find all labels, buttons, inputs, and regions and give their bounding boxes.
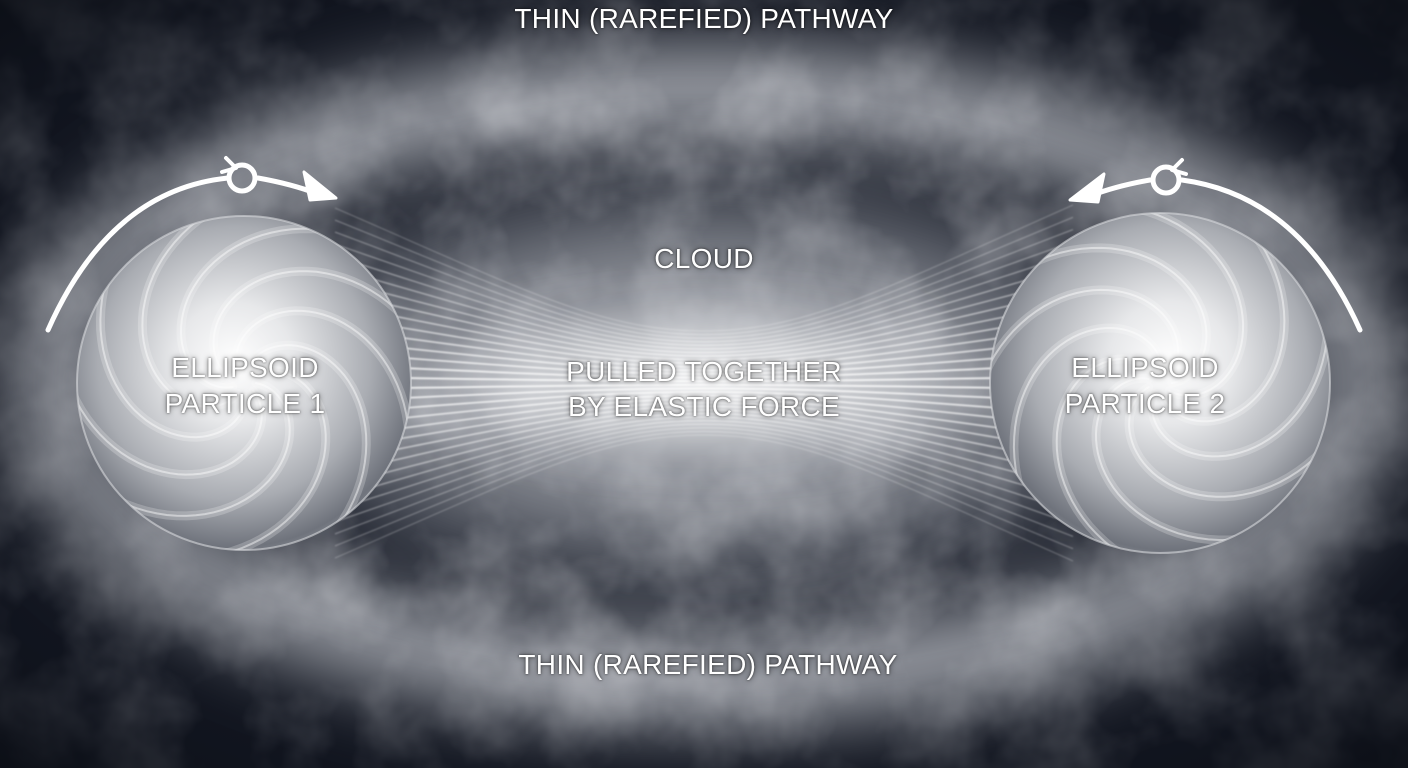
particle-1-label-line2: PARTICLE 1 [164,388,326,419]
filament-line [334,277,1074,354]
elastic-force-label-line1: PULLED TOGETHER [566,356,842,387]
swirl-stroke [1009,323,1167,495]
filament-line [334,314,1074,365]
swirl-stroke [216,365,331,550]
filament-line [334,241,1074,343]
particle-1-label-line1: ELLIPSOID [171,352,319,383]
filament-line [334,416,1074,501]
swirl-stroke [99,276,248,439]
particle-2-label: ELLIPSOID PARTICLE 2 [1050,350,1240,422]
swirl-stroke [1136,213,1245,397]
swirl-stroke [1132,213,1248,401]
swirl-stroke [1124,382,1328,502]
swirl-stroke [231,306,411,440]
swirl-stroke [1012,326,1164,492]
swirl-stroke [176,224,329,393]
ellipsoid-particle-1 [76,215,412,551]
swirl-stroke [212,270,405,380]
filament-line [334,430,1074,550]
rotation-arrow-particle-1 [45,156,338,333]
elastic-filaments [334,204,1074,562]
filament-line [334,412,1074,489]
swirl-stroke [234,309,410,437]
filament-line [334,326,1074,368]
filament-line [334,401,1074,452]
swirl-stroke [137,216,243,412]
filament-line [334,290,1074,357]
swirl-stroke [1128,386,1324,498]
filament-line [334,405,1074,464]
elastic-force-label-line2: BY ELASTIC FORCE [568,391,840,422]
filament-line [334,420,1074,513]
particle-2-label-line2: PARTICLE 2 [1064,388,1226,419]
filament-line [334,375,1074,383]
swirl-stroke [1029,246,1208,384]
swirl-stroke [111,378,295,521]
particle-1-label: ELLIPSOID PARTICLE 1 [150,350,340,422]
filament-line [334,423,1074,525]
filament-line [334,229,1074,339]
cloud-label: CLOUD [654,243,754,274]
swirl-stroke [1147,325,1330,461]
filament-line [334,398,1074,440]
swirl-stroke [1161,233,1286,423]
filament-line [334,434,1074,562]
swirl-stroke [209,266,409,384]
swirl-stroke [1025,243,1211,388]
filament-line [334,363,1074,379]
swirl-stroke [1052,354,1159,553]
filament-line [334,383,1074,391]
swirl-stroke [77,389,263,476]
swirl-stroke [990,285,1183,380]
swirl-stroke [179,227,325,389]
swirl-stroke [1157,230,1289,426]
ellipsoid-particle-2 [989,212,1331,554]
swirl-stroke [990,288,1180,377]
swirl-stroke [220,369,327,550]
filament-line [334,351,1074,375]
filament-line [334,394,1074,427]
filament-line [334,391,1074,415]
swirl-stroke [115,382,291,517]
swirl-stroke [245,344,368,530]
swirl-stroke [95,273,251,442]
swirl-stroke [1150,329,1329,458]
top-pathway-label: THIN (RAREFIED) PATHWAY [514,3,894,34]
elastic-force-label: PULLED TOGETHER BY ELASTIC FORCE [504,354,904,424]
filament-line [334,216,1074,336]
filament-line [334,387,1074,403]
rotation-arrow-particle-2 [1068,158,1363,333]
filament-line [334,339,1074,372]
filament-line [334,253,1074,346]
filament-line [334,302,1074,361]
swirl-stroke [1091,373,1246,545]
filament-line [334,427,1074,537]
filament-line [334,265,1074,350]
swirl-stroke [1094,377,1243,541]
filament-line [334,409,1074,476]
swirl-stroke [77,386,267,480]
filament-line [334,204,1074,332]
swirl-stroke [1055,357,1155,553]
bottom-pathway-label: THIN (RAREFIED) PATHWAY [518,649,898,680]
swirl-stroke [141,216,239,408]
swirl-stroke [241,340,371,534]
particle-2-label-line1: ELLIPSOID [1071,352,1219,383]
